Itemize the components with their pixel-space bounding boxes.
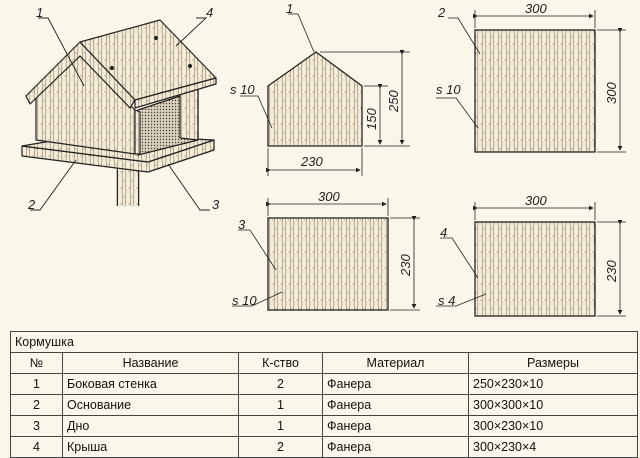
leader-4 — [175, 17, 208, 47]
cell-size: 250×230×10 — [468, 373, 638, 395]
table-row: 2 Оснoвание 1 Фанера 300×300×10 — [10, 394, 638, 416]
cell-name: Боковая стенка — [62, 373, 239, 395]
house-label-4: 4 — [206, 5, 213, 20]
drawings: 1 4 2 3 1 230 250 150 s 10 — [21, 1, 626, 317]
feeder-house-illustration — [21, 19, 217, 206]
part-2-label: 2 — [437, 5, 446, 20]
header-name: Название — [62, 352, 239, 374]
part-3-thickness: s 10 — [232, 293, 257, 308]
cell-name: Дно — [62, 415, 239, 437]
part-4-height: 230 — [604, 260, 619, 283]
header-size: Размеры — [468, 352, 638, 374]
cell-quantity: 1 — [238, 415, 323, 437]
part-4-thickness: s 4 — [438, 293, 455, 308]
table-header-row: № Название К-ство Материал Размеры — [10, 352, 638, 374]
part-3-floor: 3 300 230 s 10 — [232, 189, 420, 311]
post — [118, 168, 138, 206]
leader-1 — [38, 17, 85, 87]
nail — [109, 65, 115, 71]
nail — [153, 35, 159, 41]
cell-number: 2 — [10, 394, 63, 416]
cell-material: Фанера — [322, 415, 469, 437]
part-1-height: 250 — [386, 90, 401, 113]
house-leaders — [30, 17, 210, 211]
house-label-3: 3 — [212, 197, 220, 212]
cell-number: 1 — [10, 373, 63, 395]
part-1-width: 230 — [300, 154, 323, 169]
parts-table: Кормушка № Название К-ство Материал Разм… — [10, 331, 638, 458]
cell-name: Крыша — [62, 436, 239, 458]
part-1-thickness: s 10 — [230, 82, 255, 97]
part-2-height: 300 — [604, 82, 619, 104]
header-quantity: К-ство — [238, 352, 323, 374]
table-row: 4 Крыша 2 Фанера 300×230×4 — [10, 436, 638, 458]
cell-material: Фанера — [322, 436, 469, 458]
part-2-base: 2 300 300 s 10 — [436, 1, 626, 153]
part-3-width: 300 — [318, 189, 340, 204]
cell-quantity: 1 — [238, 394, 323, 416]
cell-size: 300×300×10 — [468, 394, 638, 416]
cell-quantity: 2 — [238, 373, 323, 395]
part-1-side-wall: 1 230 250 150 s 10 — [230, 1, 410, 176]
cell-name: Оснoвание — [62, 394, 239, 416]
table-row: 3 Дно 1 Фанера 300×230×10 — [10, 415, 638, 437]
cell-material: Фанера — [322, 394, 469, 416]
part-1-shape — [267, 51, 363, 147]
cell-size: 300×230×10 — [468, 415, 638, 437]
leader-3 — [167, 163, 210, 211]
part-3-label: 3 — [238, 217, 246, 232]
nail — [187, 63, 193, 69]
cell-number: 3 — [10, 415, 63, 437]
part-3-height: 230 — [398, 254, 413, 277]
part-4-label: 4 — [440, 225, 447, 240]
cell-quantity: 2 — [238, 436, 323, 458]
part-4-roof: 4 300 230 s 4 — [436, 193, 626, 317]
part-4-width: 300 — [525, 193, 547, 208]
side-wall-edge — [134, 109, 141, 155]
part-4-shape — [474, 221, 596, 317]
table-title: Кормушка — [10, 331, 638, 353]
part-1-wall-height: 150 — [364, 108, 379, 130]
house-label-2: 2 — [27, 197, 36, 212]
header-material: Материал — [322, 352, 469, 374]
part-1-label: 1 — [286, 1, 293, 16]
part-2-shape — [474, 29, 596, 153]
part-2-thickness: s 10 — [436, 82, 461, 97]
roof-edge — [134, 77, 217, 109]
table-row: 1 Боковая стенка 2 Фанера 250×230×10 — [10, 373, 638, 395]
part-3-shape — [267, 217, 389, 311]
leader-2 — [30, 159, 77, 211]
part-2-width: 300 — [525, 1, 547, 16]
cell-material: Фанера — [322, 373, 469, 395]
header-number: № — [10, 352, 63, 374]
cell-size: 300×230×4 — [468, 436, 638, 458]
cell-number: 4 — [10, 436, 63, 458]
house-label-1: 1 — [36, 5, 43, 20]
